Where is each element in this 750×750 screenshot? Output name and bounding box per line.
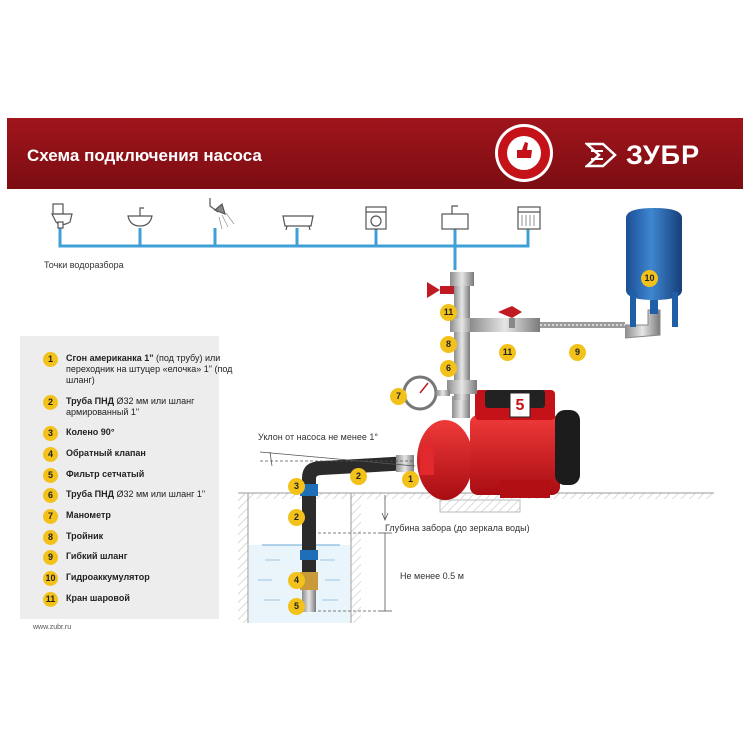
brand-mark-icon [585,142,617,168]
washing-machine-icon [365,206,387,230]
legend-title: Колено 90° [66,427,115,437]
legend-detail: Ø32 мм или шланг 1" [113,489,206,499]
legend-badge: 4 [43,447,58,462]
header-banner: Схема подключения насоса ЗУБР [7,118,743,189]
water-distribution-line [58,228,530,270]
legend-badge: 5 [43,468,58,483]
pump-warranty-badge: 5 [516,397,525,414]
callout-4: 4 [288,572,305,589]
pressure-gauge-icon [402,375,450,411]
page-title: Схема подключения насоса [27,146,262,165]
slope-label: Уклон от насоса не менее 1° [258,432,378,442]
shower-icon [209,198,235,230]
callout-1: 1 [402,471,419,488]
toilet-icon [51,203,73,229]
legend-title: Тройник [66,531,104,541]
legend-badge: 2 [43,395,58,410]
slope-indicator [259,451,416,467]
callout-6: 6 [440,360,457,377]
legend-badge: 7 [43,509,58,524]
legend-badge: 11 [43,592,58,607]
legend-title: Манометр [66,510,111,520]
callout-2-vertical: 2 [288,509,305,526]
legend-title: Гидроаккумулятор [66,572,150,582]
legend-title: Труба ПНД [66,396,114,406]
callout-11-upper: 11 [440,304,457,321]
callout-2-horizontal: 2 [350,468,367,485]
legend-title: Труба ПНД [66,489,114,499]
legend-title: Обратный клапан [66,448,146,458]
legend-title: Кран шаровой [66,593,130,603]
brand-name: ЗУБР [626,140,701,170]
draw-points-label: Точки водоразбора [44,260,124,270]
intake-depth-label: Глубина забора (до зеркала воды) [385,523,530,533]
bathtub-icon [282,215,314,231]
legend-badge: 9 [43,550,58,565]
pump: 5 [417,390,580,500]
suction-pipe [300,455,414,612]
callout-5: 5 [288,598,305,615]
callout-11-lower: 11 [499,344,516,361]
min-depth-label: Не менее 0.5 м [400,571,464,581]
brand-logo: ЗУБР [585,138,735,172]
legend-title: Фильтр сетчатый [66,469,145,479]
legend-detail: Ø32 мм или шланг армированный 1" [66,396,195,417]
callout-10: 10 [641,270,658,287]
legend-title: Сгон американка 1" [66,353,154,363]
kitchen-sink-icon [441,205,469,230]
legend-badge: 6 [43,488,58,503]
sink-icon [127,207,153,227]
legend-title: Гибкий шланг [66,551,128,561]
legend-badge: 3 [43,426,58,441]
callout-3: 3 [288,478,305,495]
legend-badge: 8 [43,530,58,545]
callout-9: 9 [569,344,586,361]
dishwasher-icon [517,206,541,230]
legend-badge: 10 [43,571,58,586]
quality-seal-icon [495,124,553,182]
discharge-riser [427,272,540,400]
callout-7: 7 [390,388,407,405]
legend-detail: (под трубу) или переходник на штуцер «ел… [66,353,233,385]
website-link[interactable]: www.zubr.ru [33,624,72,631]
legend-badge: 1 [43,352,58,367]
expansion-tank [626,208,682,327]
legend-panel: 1 Сгон американка 1" (под трубу) или пер… [20,336,232,619]
callout-8: 8 [440,336,457,353]
depth-dimension [318,495,392,612]
